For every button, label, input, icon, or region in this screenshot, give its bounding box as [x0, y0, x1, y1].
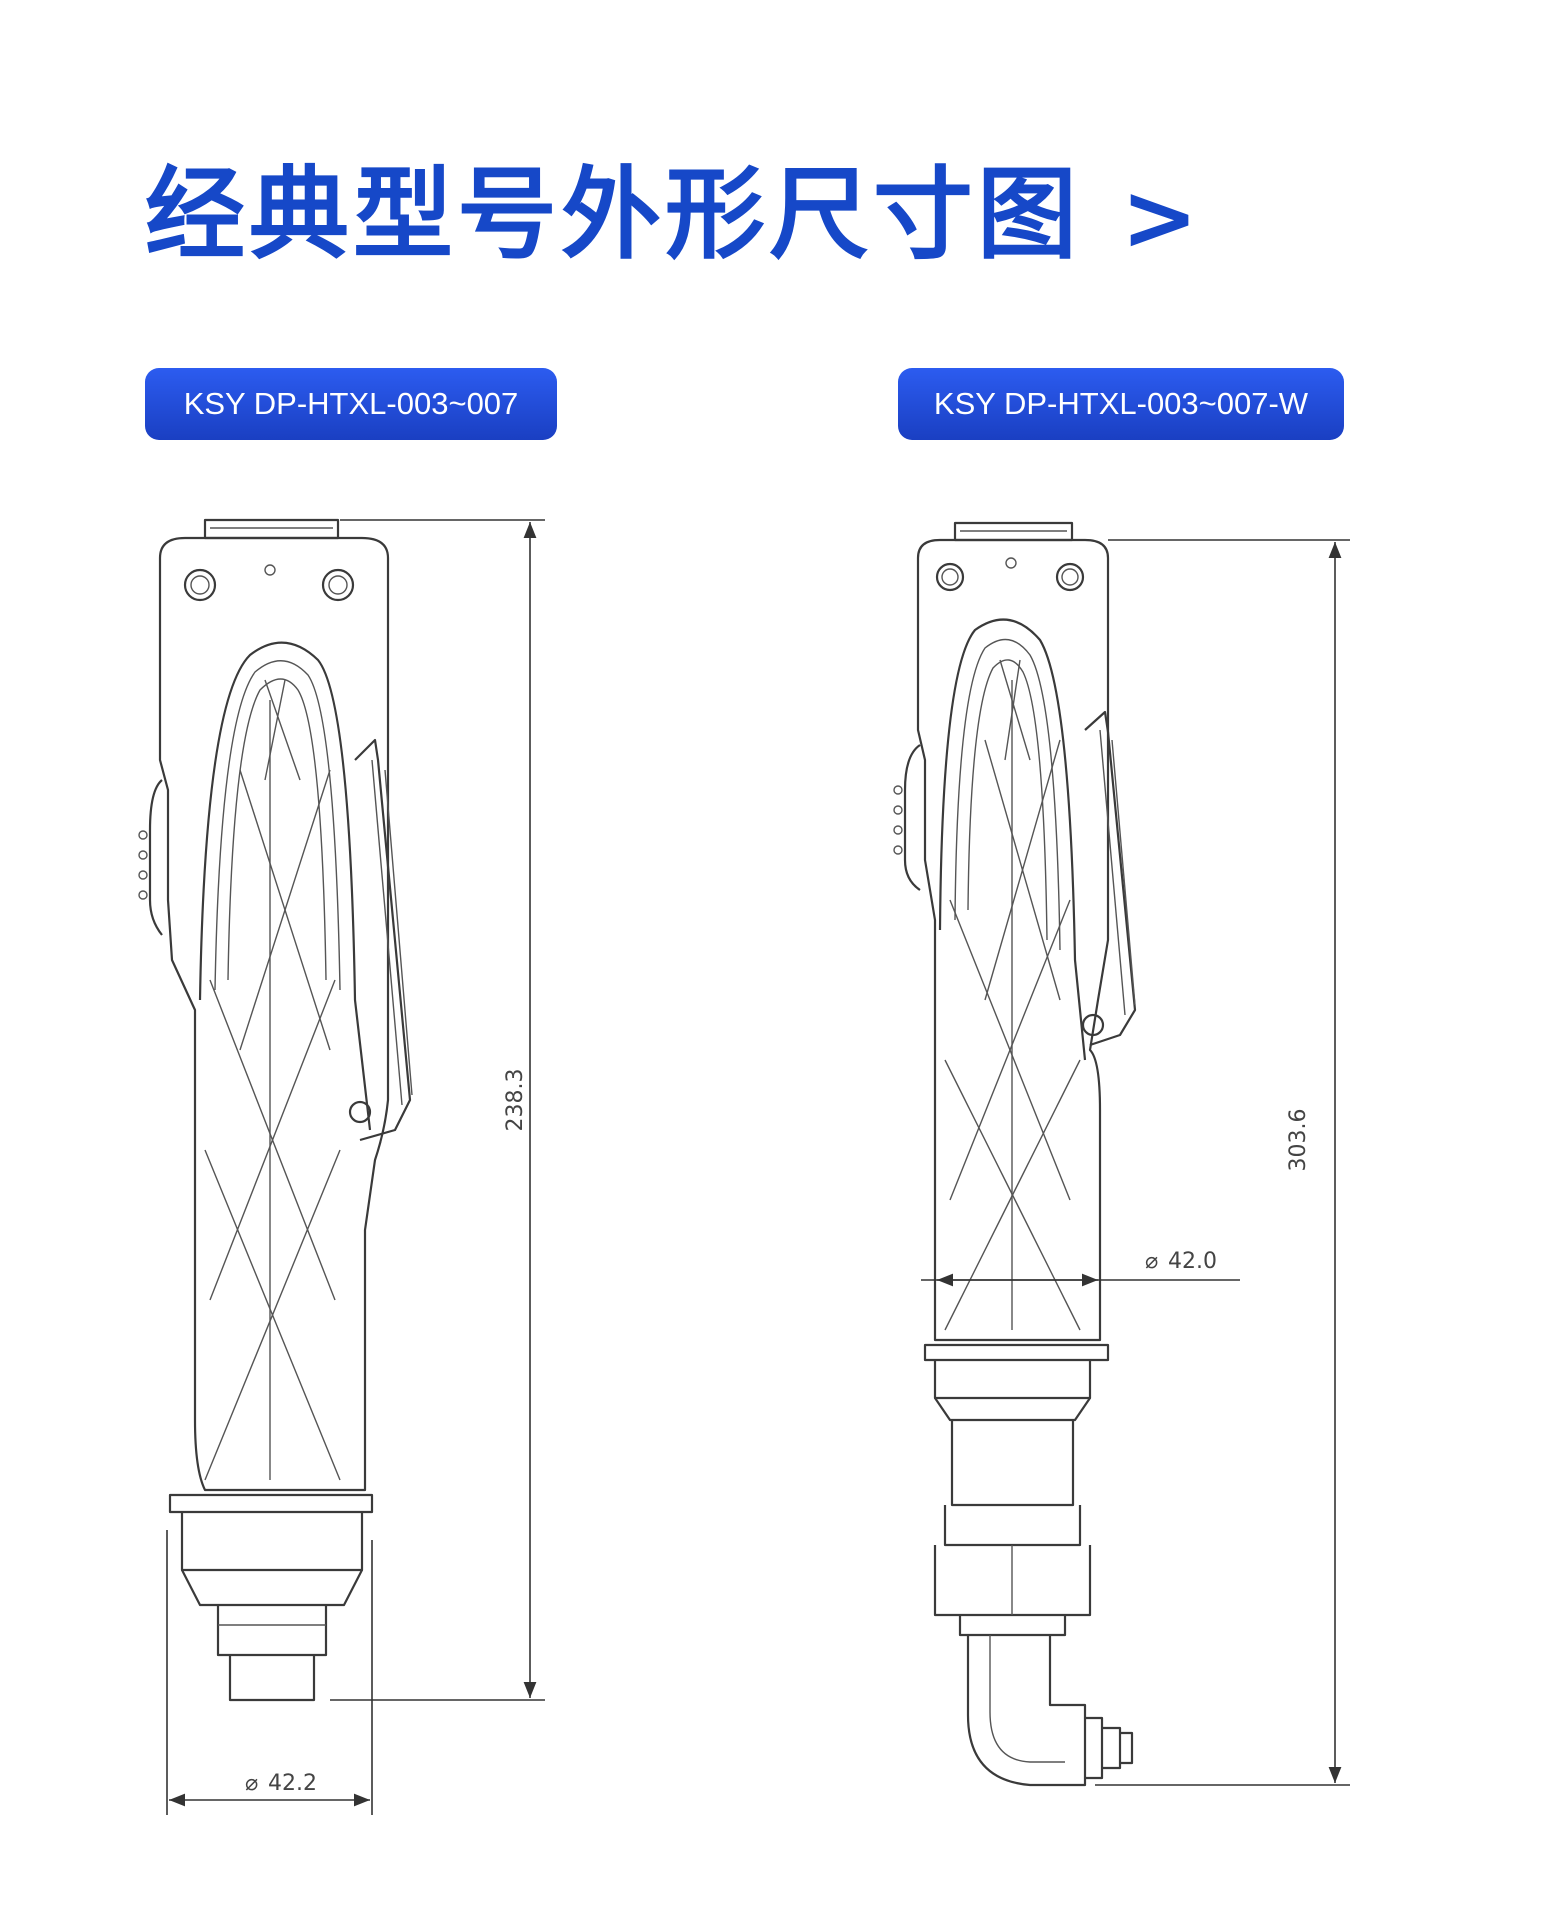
- model-badge-left: KSY DP-HTXL-003~007: [145, 368, 557, 440]
- dimension-diameter-right: 42.0: [1168, 1249, 1217, 1274]
- tool-drawing-left: [138, 518, 413, 1702]
- page-title-text: 经典型号外形尺寸图: [145, 156, 1081, 273]
- dimension-length-left: 238.3: [503, 1069, 528, 1132]
- dimension-right: [921, 539, 1350, 1786]
- chevron-right-icon: >: [1121, 164, 1203, 271]
- diameter-label-left: ⌀ 42.2: [245, 1771, 317, 1796]
- diameter-symbol-icon: ⌀: [1145, 1249, 1158, 1274]
- diameter-label-right: ⌀ 42.0: [1145, 1249, 1217, 1274]
- tool-drawing-right: [893, 521, 1137, 1787]
- model-badge-right: KSY DP-HTXL-003~007-W: [898, 368, 1344, 440]
- page-title: 经典型号外形尺寸图>: [145, 165, 1202, 265]
- dimension-left: [166, 519, 545, 1815]
- dimension-length-right: 303.6: [1286, 1109, 1311, 1172]
- dimension-diameter-left: 42.2: [268, 1771, 317, 1796]
- diameter-symbol-icon: ⌀: [245, 1771, 258, 1796]
